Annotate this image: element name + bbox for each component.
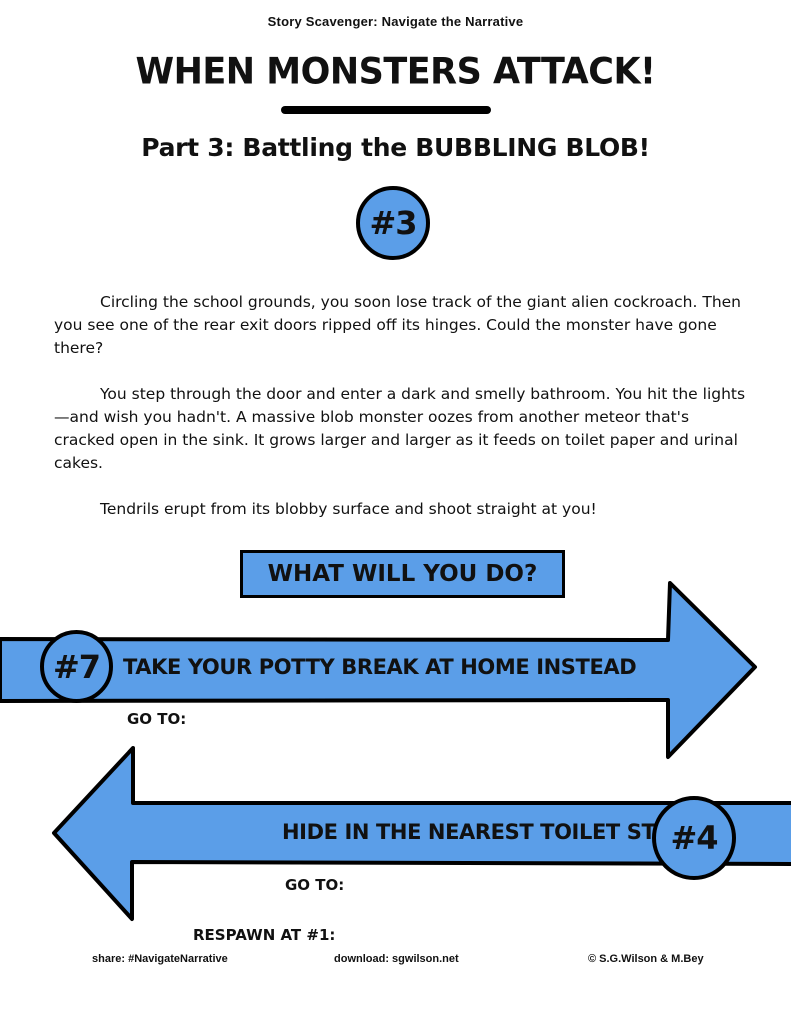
choice-label[interactable]: TAKE YOUR POTTY BREAK AT HOME INSTEAD (123, 655, 637, 679)
page-title: WHEN MONSTERS ATTACK! (135, 51, 656, 93)
choice-badge: #4 (652, 796, 736, 880)
series-title: Story Scavenger: Navigate the Narrative (267, 14, 524, 29)
choice-label[interactable]: HIDE IN THE NEAREST TOILET STALL (282, 820, 696, 844)
story-paragraph: Tendrils erupt from its blobby surface a… (100, 500, 597, 518)
choice-arrows (0, 581, 791, 921)
story-text: Circling the school grounds, you soon lo… (54, 291, 754, 544)
right-arrow-icon (0, 581, 757, 759)
left-arrow-icon (52, 746, 791, 921)
story-paragraph: You step through the door and enter a da… (54, 385, 746, 472)
choice-badge: #7 (40, 630, 113, 703)
story-paragraph: Circling the school grounds, you soon lo… (54, 293, 742, 357)
footer-download: download: sgwilson.net (334, 953, 459, 965)
choice-question: WHAT WILL YOU DO? (240, 550, 565, 598)
section-number-badge: #3 (356, 186, 430, 260)
goto-label: GO TO: (127, 710, 187, 728)
footer-share: share: #NavigateNarrative (92, 953, 228, 965)
title-divider (281, 106, 491, 114)
footer-copyright: © S.G.Wilson & M.Bey (588, 953, 704, 965)
page-subtitle: Part 3: Battling the BUBBLING BLOB! (141, 133, 650, 162)
goto-label: GO TO: (285, 876, 345, 894)
respawn-label: RESPAWN AT #1: (193, 926, 336, 944)
